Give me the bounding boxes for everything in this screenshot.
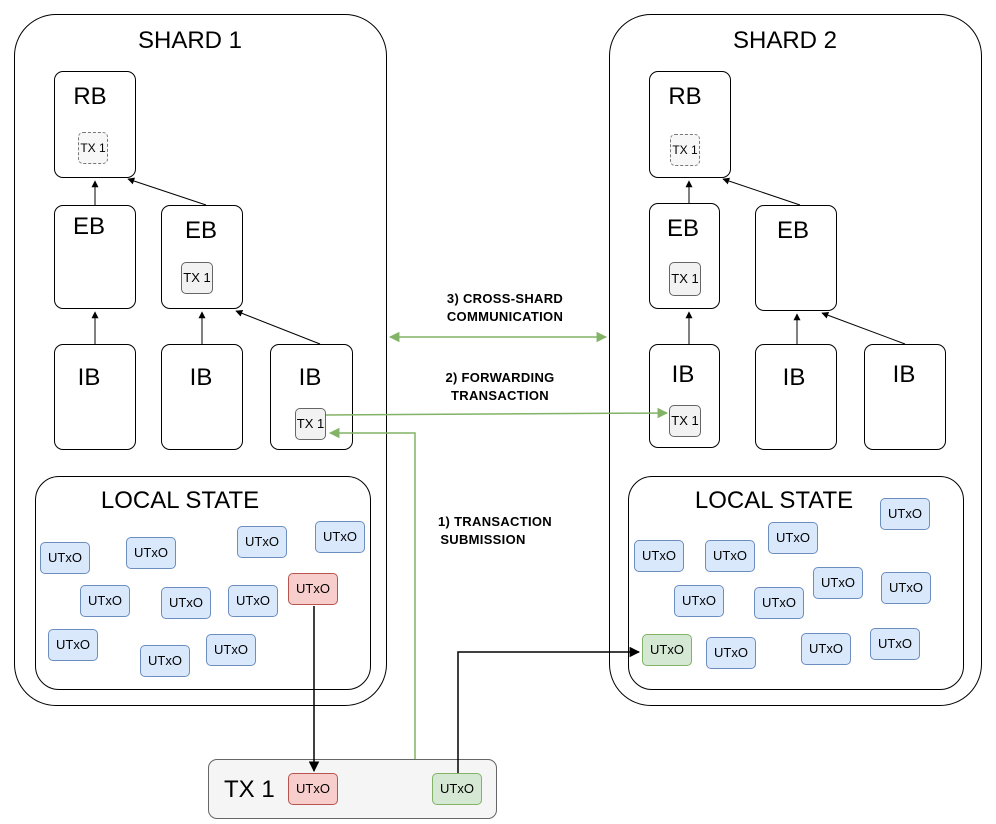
utxo: UTxO bbox=[80, 585, 130, 617]
transaction-box bbox=[208, 759, 497, 819]
utxo-spent: UTxO bbox=[288, 573, 338, 605]
cross-shard-label-line2: COMMUNICATION bbox=[446, 309, 564, 324]
shard-2-ib-right-block bbox=[864, 344, 946, 450]
utxo: UTxO bbox=[705, 540, 755, 572]
arrow-submission bbox=[328, 427, 416, 759]
utxo: UTxO bbox=[768, 522, 818, 554]
shard-2-ib-mid-block bbox=[755, 344, 837, 450]
utxo: UTxO bbox=[754, 587, 804, 619]
utxo: UTxO bbox=[126, 537, 176, 569]
cross-shard-label-line1: 3) CROSS-SHARD bbox=[446, 291, 564, 306]
shard-2-eb-left-tx: TX 1 bbox=[669, 262, 701, 296]
arrow-output-to-shard2-utxo bbox=[457, 646, 641, 773]
shard-1-ib-right-label: IB bbox=[298, 364, 322, 391]
arrow-s2-ib3-to-eb2 bbox=[821, 311, 906, 345]
shard-1-ib-left-block bbox=[54, 344, 136, 450]
shard-2-ib-right-label: IB bbox=[892, 361, 916, 388]
submission-label-line1: 1) TRANSACTION bbox=[438, 514, 552, 529]
utxo: UTxO bbox=[140, 645, 190, 677]
shard-1-ib-right-tx: TX 1 bbox=[295, 408, 326, 440]
utxo: UTxO bbox=[813, 567, 863, 599]
shard-1-rb-label: RB bbox=[73, 83, 107, 110]
shard-1-eb-right-label: EB bbox=[184, 217, 217, 244]
utxo: UTxO bbox=[870, 628, 920, 660]
utxo: UTxO bbox=[881, 572, 931, 604]
shard-1-eb-left-block bbox=[54, 205, 136, 309]
shard-1-eb-right-tx: TX 1 bbox=[181, 262, 213, 294]
utxo: UTxO bbox=[40, 542, 90, 574]
shard-1-rb-tx: TX 1 bbox=[78, 132, 108, 164]
shard-2-rb-tx: TX 1 bbox=[670, 134, 700, 166]
utxo: UTxO bbox=[706, 637, 756, 669]
shard-1-ib-mid-block bbox=[161, 344, 243, 450]
utxo: UTxO bbox=[634, 540, 684, 572]
forwarding-label-line1: 2) FORWARDING bbox=[445, 370, 555, 385]
shard-2-rb-label: RB bbox=[668, 83, 702, 110]
shard-2-ib-mid-label: IB bbox=[782, 364, 806, 391]
shard-1-title: SHARD 1 bbox=[137, 27, 243, 54]
shard-2-ib-left-label: IB bbox=[671, 361, 695, 388]
transaction-output-utxo: UTxO bbox=[432, 773, 482, 805]
shard-1-local-state-title: LOCAL STATE bbox=[100, 487, 260, 514]
arrow-forwarding bbox=[325, 407, 669, 419]
shard-1-ib-mid-label: IB bbox=[189, 364, 213, 391]
utxo: UTxO bbox=[161, 587, 211, 619]
utxo: UTxO bbox=[228, 585, 278, 617]
transaction-title: TX 1 bbox=[224, 776, 275, 803]
arrow-s1-eb2-to-rb bbox=[127, 177, 207, 206]
shard-2-eb-right-label: EB bbox=[776, 217, 809, 244]
utxo: UTxO bbox=[48, 629, 98, 661]
arrow-s2-eb2-to-rb bbox=[722, 177, 801, 206]
utxo: UTxO bbox=[206, 634, 256, 666]
utxo: UTxO bbox=[674, 585, 724, 617]
utxo: UTxO bbox=[801, 633, 851, 665]
shard-2-eb-left-label: EB bbox=[666, 215, 699, 242]
utxo-created: UTxO bbox=[642, 634, 692, 666]
shard-2-title: SHARD 2 bbox=[732, 27, 838, 54]
arrow-s1-ib3-to-eb2 bbox=[235, 310, 321, 345]
utxo: UTxO bbox=[315, 521, 365, 553]
shard-2-eb-right-block bbox=[755, 205, 837, 311]
utxo: UTxO bbox=[237, 526, 287, 558]
forwarding-label-line2: TRANSACTION bbox=[451, 388, 549, 403]
transaction-input-utxo: UTxO bbox=[288, 773, 338, 805]
utxo: UTxO bbox=[880, 498, 930, 530]
shard-2-local-state-title: LOCAL STATE bbox=[694, 487, 854, 514]
submission-label-line2: SUBMISSION bbox=[440, 532, 526, 547]
shard-1-eb-left-label: EB bbox=[72, 213, 105, 240]
shard-2-ib-left-tx: TX 1 bbox=[669, 405, 701, 437]
shard-2-eb-left-block bbox=[649, 203, 720, 309]
shard-1-ib-left-label: IB bbox=[77, 364, 101, 391]
